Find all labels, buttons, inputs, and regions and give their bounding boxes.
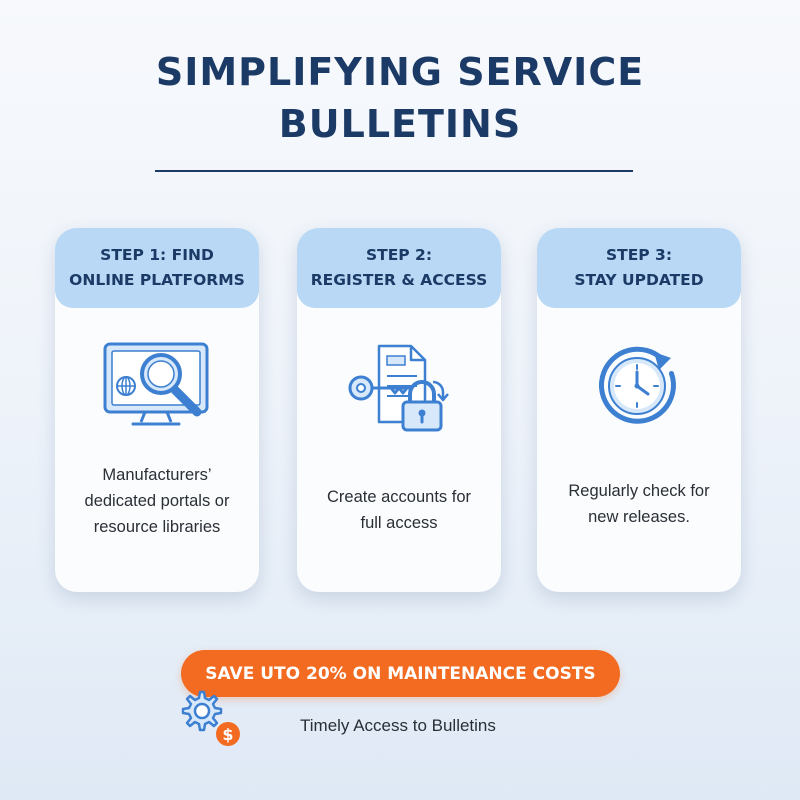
step-2-description: Create accounts for full access [307, 484, 491, 536]
step-3-heading-line-1: STEP 3: [605, 246, 673, 264]
step-3-text-line-1: Regularly check for [568, 482, 710, 500]
savings-banner: SAVE UTO 20% ON MAINTENANCE COSTS [181, 650, 620, 697]
savings-banner-label: SAVE UTO 20% ON MAINTENANCE COSTS [205, 663, 596, 684]
title-divider [155, 170, 633, 172]
monitor-search-icon [103, 342, 209, 426]
step-2-header: STEP 2: REGISTER & ACCESS [297, 228, 501, 308]
step-2-text-line-2: full access [360, 514, 438, 532]
step-3-text-line-2: new releases. [588, 508, 690, 526]
page-title: SIMPLIFYING SERVICE BULLETINS [0, 46, 800, 150]
page-title-line-2: BULLETINS [278, 102, 522, 146]
step-3-description: Regularly check for new releases. [547, 478, 731, 530]
step-3-header: STEP 3: STAY UPDATED [537, 228, 741, 308]
gear-dollar-icon: $ [181, 690, 240, 746]
step-1-text-line-1: Manufacturers’ [102, 466, 212, 484]
step-card-2: STEP 2: REGISTER & ACCESS Create account… [297, 228, 501, 592]
step-2-heading-line-2: REGISTER & ACCESS [310, 271, 488, 289]
document-key-lock-icon [348, 344, 449, 432]
step-card-1: STEP 1: FIND ONLINE PLATFORMS Manufactur… [55, 228, 259, 592]
step-1-heading-line-1: STEP 1: FIND [100, 246, 214, 264]
step-1-description: Manufacturers’ dedicated portals or reso… [65, 462, 249, 540]
footer-caption: Timely Access to Bulletins [300, 716, 496, 735]
step-1-text-line-3: resource libraries [93, 518, 221, 536]
step-1-text-line-2: dedicated portals or [84, 492, 230, 510]
step-1-heading-line-2: ONLINE PLATFORMS [69, 271, 245, 289]
clock-refresh-icon [599, 346, 676, 424]
step-2-text-line-1: Create accounts for [327, 488, 471, 506]
step-1-header: STEP 1: FIND ONLINE PLATFORMS [55, 228, 259, 308]
dollar-symbol: $ [222, 725, 233, 744]
step-card-3: STEP 3: STAY UPDATED Regularly check for… [537, 228, 741, 592]
step-3-heading-line-2: STAY UPDATED [574, 271, 704, 289]
step-2-heading-line-1: STEP 2: [365, 246, 433, 264]
page-title-line-1: SIMPLIFYING SERVICE [155, 50, 645, 94]
